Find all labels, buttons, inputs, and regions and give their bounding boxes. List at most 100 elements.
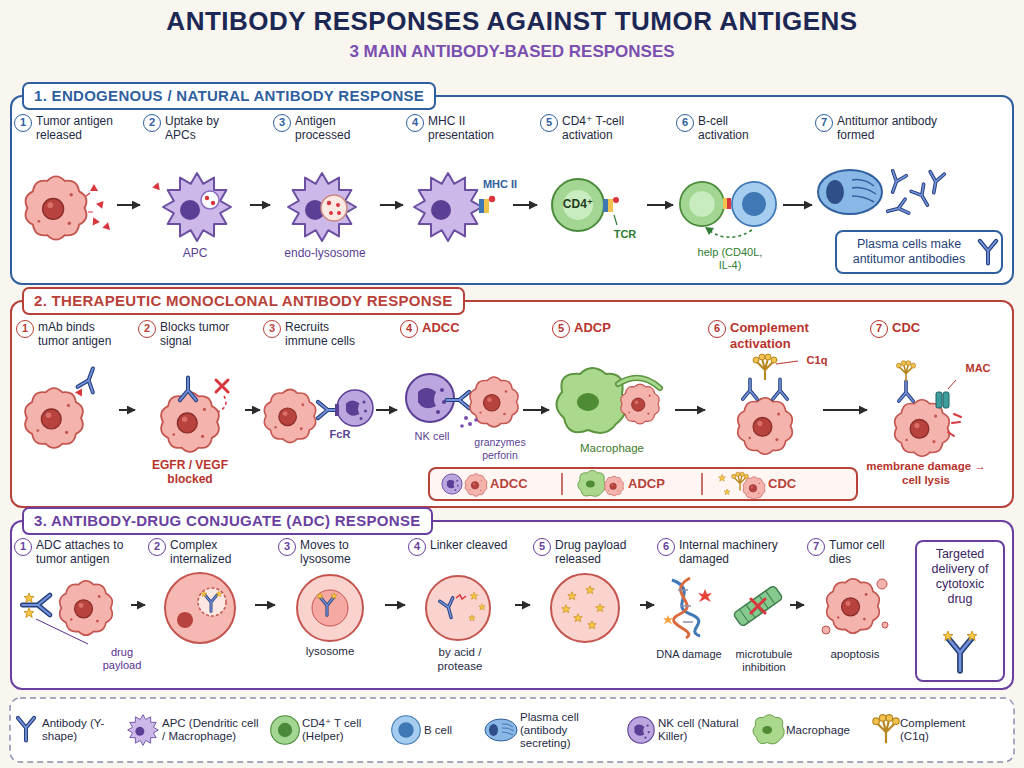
annotation-label: apoptosis	[820, 648, 890, 662]
adcp	[556, 368, 660, 433]
process-step: 1ADC attaches to tumor antigen	[14, 538, 128, 640]
panel-heading: 2. THERAPEUTIC MONOCLONAL ANTIBODY RESPO…	[34, 292, 453, 310]
linker-cleavage	[426, 576, 490, 640]
legend-icons-part	[753, 715, 784, 744]
response-panel: 2. THERAPEUTIC MONOCLONAL ANTIBODY RESPO…	[10, 300, 1014, 508]
legend-slot: Macrophage	[786, 724, 860, 737]
antibody-icon	[980, 241, 996, 264]
step-text: MHC II presentation	[428, 114, 510, 142]
annotation-label: C1q	[802, 354, 832, 367]
summary-icons-part	[465, 474, 487, 497]
panel-heading-tab: 2. THERAPEUTIC MONOCLONAL ANTIBODY RESPO…	[22, 287, 465, 315]
summary-icons	[442, 470, 765, 499]
step-label: Uptake by APCs	[165, 114, 247, 142]
legend-label: CD4⁺ T cell (Helper)	[302, 717, 378, 743]
callout-number: 5	[540, 114, 558, 132]
adcc-part	[470, 377, 518, 427]
adcc-part	[447, 392, 470, 408]
legend-slot: APC (Dendritic cell / Macrophage)	[162, 717, 262, 743]
callout-number: 1	[16, 320, 34, 338]
immune-recruitment	[264, 389, 373, 442]
apoptosis-cell-part	[882, 622, 888, 628]
process-step: 3Moves to lysosome	[278, 538, 382, 640]
annotation-slot: granzymes perforin	[466, 436, 534, 461]
lysosome-trafficking-part	[317, 593, 324, 599]
legend-icons-part	[485, 719, 517, 741]
flow-arrow	[245, 409, 260, 411]
step-label: Internal machinery damaged	[679, 538, 787, 566]
b-cell-activation-part	[732, 182, 776, 226]
summary-label: ADCP	[628, 476, 665, 492]
adcc-part	[460, 424, 464, 428]
summary-slot: ADCC	[490, 476, 528, 492]
apc-uptake	[152, 173, 231, 241]
internalization-part	[165, 573, 235, 643]
process-step: 6B-cell activation	[676, 114, 780, 245]
annotation-label: MAC	[958, 362, 998, 375]
legend-label: Complement (C1q)	[900, 717, 996, 743]
step-label: Antitumor antibody formed	[837, 114, 945, 142]
legend-icons	[18, 715, 899, 746]
internalization-part	[205, 595, 217, 611]
title-slot: ANTIBODY RESPONSES AGAINST TUMOR ANTIGEN…	[0, 6, 1024, 36]
annotation-slot: NK cell	[402, 430, 462, 443]
step-text: Tumor cell dies	[829, 538, 903, 566]
antigen-processing-part	[329, 211, 333, 215]
tumor-antigen-release-part	[102, 221, 112, 230]
callout-number: 6	[676, 114, 694, 132]
complement-activation-part	[776, 361, 798, 364]
annotation-label: by acid / protease	[415, 646, 505, 674]
legend-slot: CD4⁺ T cell (Helper)	[302, 717, 378, 743]
flow-arrow	[380, 204, 403, 206]
t-cell-activation-part	[614, 215, 617, 225]
mhc-presentation-part	[414, 173, 482, 241]
legend-label: Plasma cell (antibody secreting)	[520, 711, 612, 750]
complement-activation-part	[738, 398, 793, 455]
b-cell-activation-part	[727, 198, 731, 209]
annotation-label: microtubule inhibition	[728, 648, 800, 674]
step-text: Linker cleaved	[430, 538, 512, 552]
adc-binding-part	[60, 581, 113, 636]
apoptosis-cell-part	[822, 626, 830, 634]
panel-heading-tab: 3. ANTIBODY-DRUG CONJUGATE (ADC) RESPONS…	[22, 507, 433, 535]
annotation-label: APC	[165, 246, 225, 260]
summary-icons-part	[719, 475, 726, 482]
process-step: 7CDC	[870, 320, 980, 455]
annotation-slot: apoptosis	[820, 648, 890, 662]
callout-number: 6	[708, 320, 726, 338]
legend-slot: B cell	[424, 724, 472, 737]
flow-arrow	[640, 604, 654, 606]
step-label: Tumor cell dies	[829, 538, 903, 566]
legend-slot: Antibody (Y-shape)	[42, 717, 114, 743]
step-label: MHC II presentation	[428, 114, 510, 142]
annotation-slot: help (CD40L, IL-4)	[690, 246, 770, 272]
tumor-antigen-release-part	[86, 193, 93, 212]
annotation-slot: MHC II	[478, 178, 522, 191]
step-label: Recruits immune cells	[285, 320, 373, 348]
summary-icons-part	[701, 473, 703, 495]
flow-arrow	[250, 204, 270, 206]
process-step: 4Linker cleaved	[408, 538, 512, 640]
payload-release-part	[586, 586, 595, 594]
callout-number: 3	[263, 320, 281, 338]
legend-label: Antibody (Y-shape)	[42, 717, 114, 743]
annotation-label: membrane damage → cell lysis	[866, 460, 986, 488]
callout-number: 3	[278, 538, 296, 556]
flow-arrow	[119, 409, 135, 411]
complement-activation	[738, 354, 798, 454]
linker-cleavage-part	[470, 592, 478, 599]
signal-blocking-part	[218, 396, 226, 412]
payload-release	[551, 574, 619, 642]
step-text: Antigen processed	[295, 114, 377, 142]
summary-label: ADCC	[490, 476, 528, 492]
apc-uptake-part	[152, 181, 162, 190]
flow-arrow	[515, 604, 530, 606]
tumor-antigen-release-part	[90, 184, 98, 191]
b-cell-activation-part	[680, 182, 724, 226]
apc-uptake-part	[211, 201, 215, 205]
immune-recruitment-part	[318, 402, 341, 418]
adc-binding-part	[24, 608, 34, 618]
step-text: B-cell activation	[698, 114, 780, 142]
step-text: Complex internalized	[170, 538, 252, 566]
